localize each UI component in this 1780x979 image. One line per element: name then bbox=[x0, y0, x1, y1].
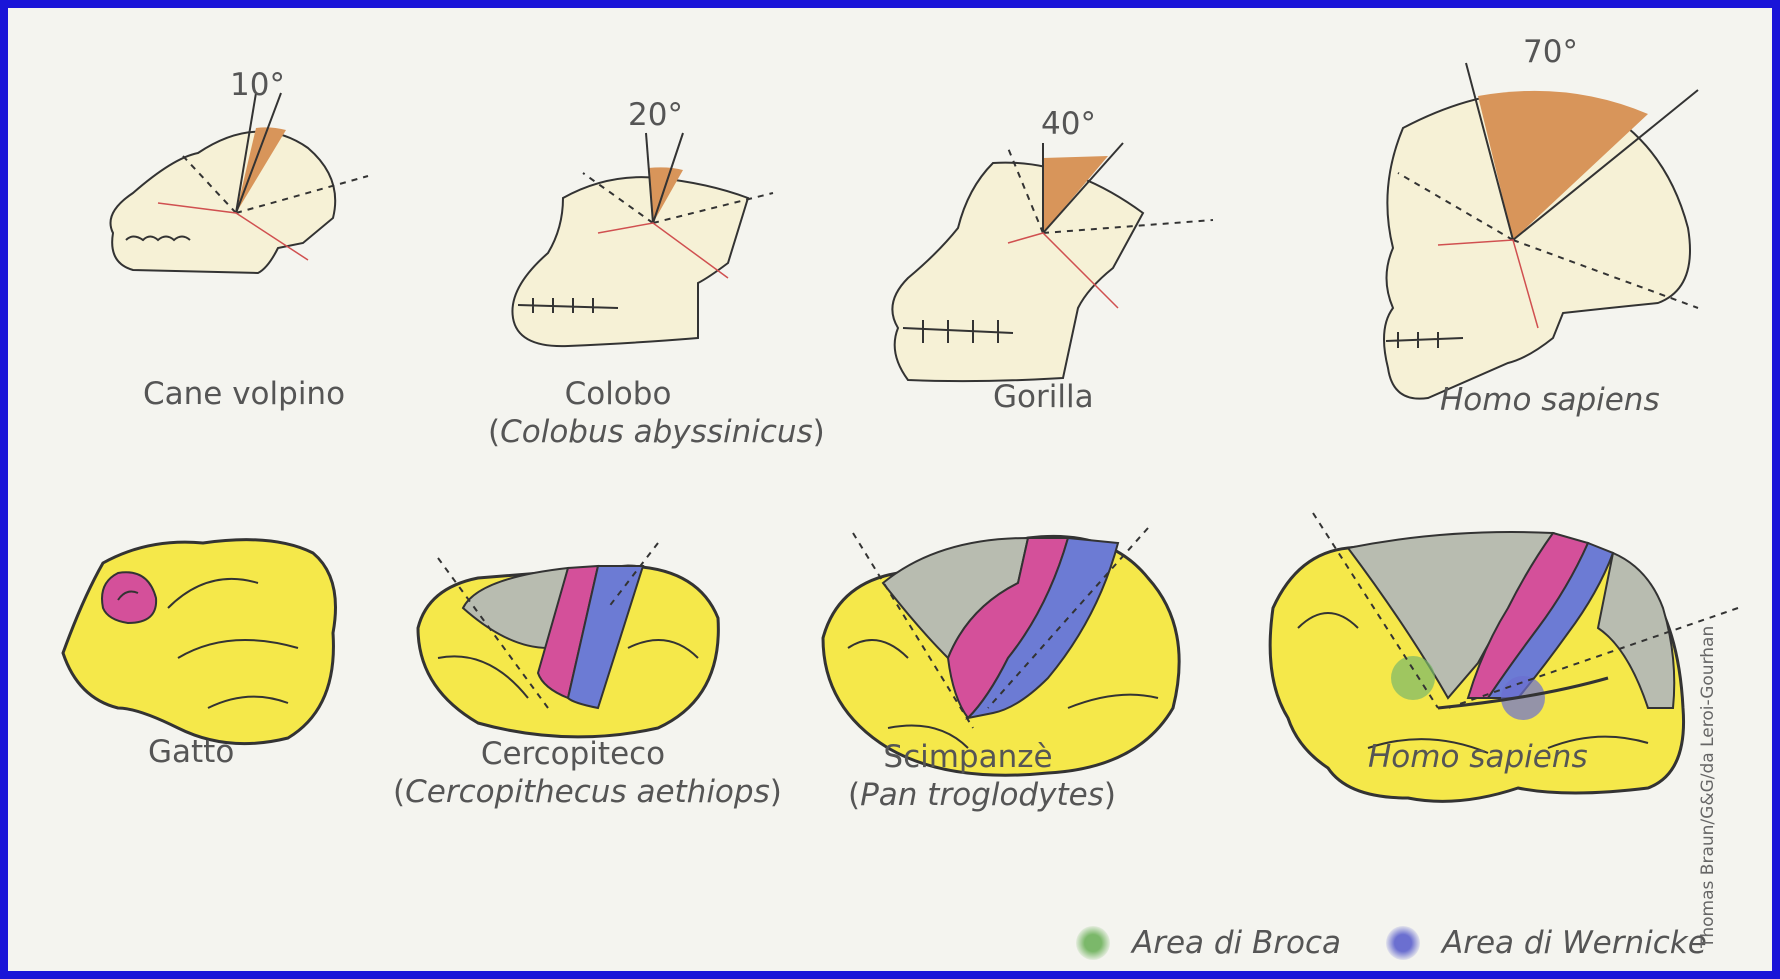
chimp-scientific-name: (Pan troglodytes) bbox=[848, 776, 1088, 814]
angle-label-gorilla: 40° bbox=[1041, 105, 1096, 143]
colobus-scientific-name: (Colobus abyssinicus) bbox=[488, 413, 748, 451]
brain-label-chimp: Scimpanzè (Pan troglodytes) bbox=[848, 738, 1088, 814]
angle-label-human: 70° bbox=[1523, 33, 1578, 71]
illustration bbox=[8, 8, 1772, 971]
brain-label-cercopiteco: Cercopiteco (Cercopithecus aethiops) bbox=[393, 735, 753, 811]
legend-wernicke: Area di Wernicke bbox=[1386, 925, 1707, 961]
angle-label-colobus: 20° bbox=[628, 96, 683, 134]
chimp-common-name: Scimpanzè bbox=[848, 738, 1088, 776]
wernicke-swatch-icon bbox=[1386, 926, 1420, 960]
legend-broca: Area di Broca bbox=[1076, 925, 1341, 961]
skull-colobus bbox=[512, 133, 773, 346]
skull-human bbox=[1384, 63, 1698, 399]
colobus-common-name: Colobo bbox=[488, 375, 748, 413]
image-credit: Thomas Braun/G&G/da Leroi-Gourhan bbox=[1698, 626, 1718, 948]
skull-label-dog: Cane volpino bbox=[143, 375, 345, 413]
skull-label-human: Homo sapiens bbox=[1440, 381, 1660, 419]
skull-label-colobus: Colobo (Colobus abyssinicus) bbox=[488, 375, 748, 451]
figure-panel: 10° 20° 40° 70° Cane volpino Colobo (Col… bbox=[8, 8, 1772, 971]
broca-swatch-icon bbox=[1076, 926, 1110, 960]
skull-label-gorilla: Gorilla bbox=[993, 378, 1094, 416]
brain-cat bbox=[63, 540, 336, 744]
broca-area-marker bbox=[1391, 656, 1435, 700]
cercopiteco-scientific-name: (Cercopithecus aethiops) bbox=[393, 773, 753, 811]
legend-wernicke-label: Area di Wernicke bbox=[1442, 925, 1707, 961]
brain-label-cat: Gatto bbox=[148, 733, 234, 771]
brain-cercopiteco bbox=[418, 543, 718, 737]
legend-broca-label: Area di Broca bbox=[1132, 925, 1341, 961]
angle-label-dog: 10° bbox=[230, 66, 285, 104]
cercopiteco-common-name: Cercopiteco bbox=[393, 735, 753, 773]
brain-label-human: Homo sapiens bbox=[1368, 738, 1588, 776]
skull-dog bbox=[111, 93, 369, 273]
skull-gorilla bbox=[892, 143, 1213, 381]
